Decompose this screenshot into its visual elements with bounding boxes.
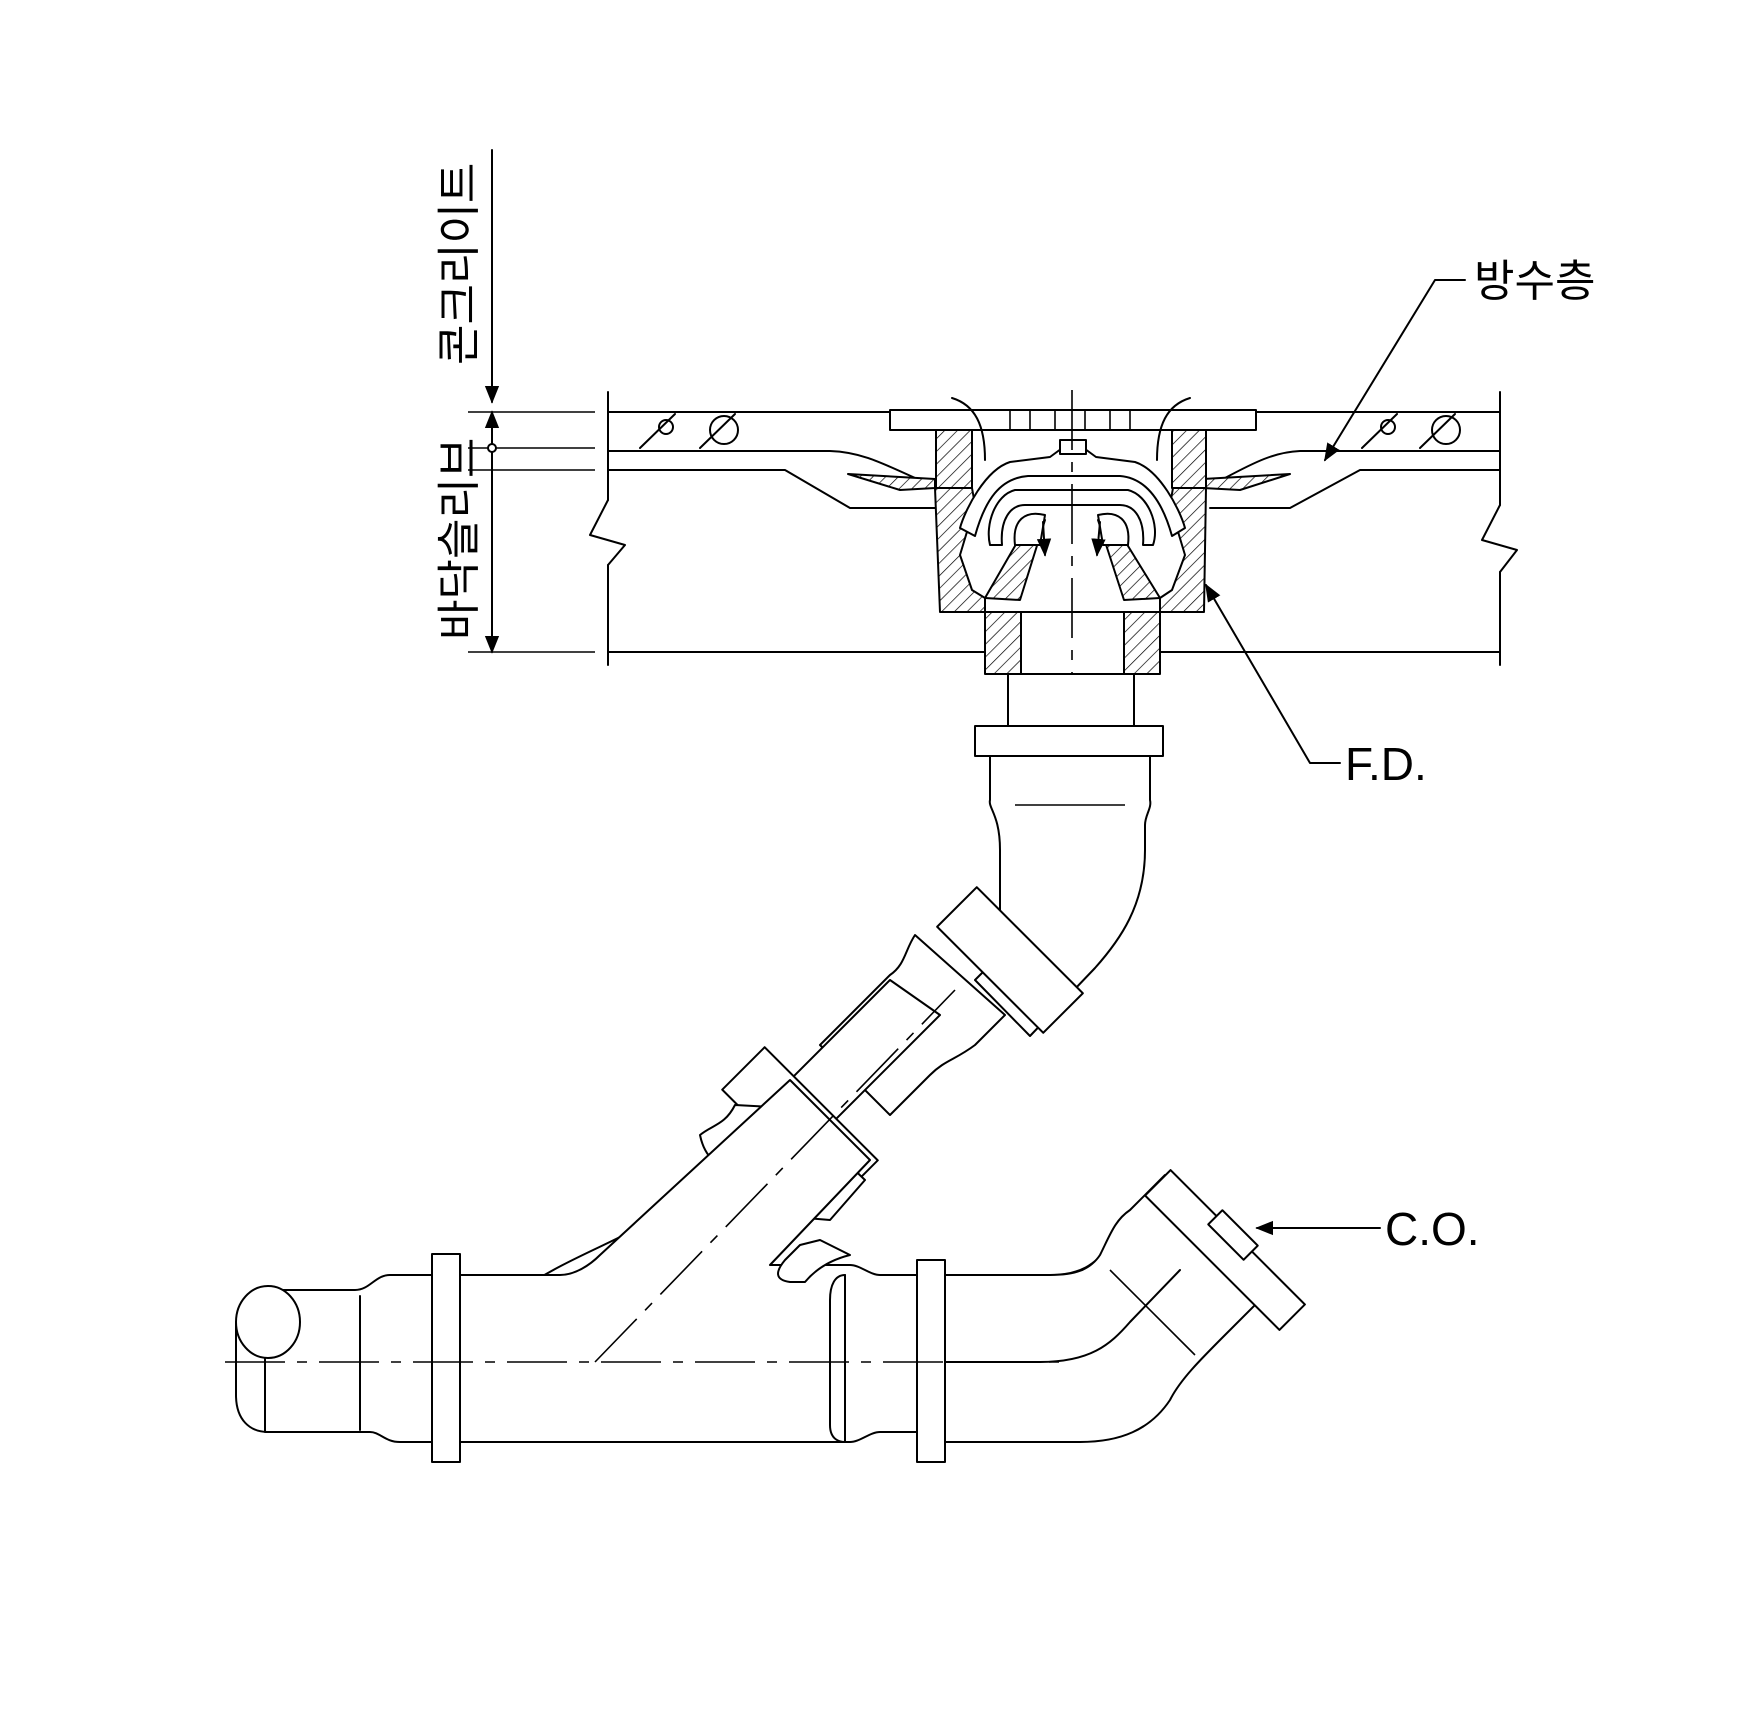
leader-floor-drain (1205, 583, 1341, 764)
concrete-hatch (639, 413, 1461, 449)
floor-drain (847, 397, 1291, 675)
floor-drain-label: F.D. (1345, 738, 1427, 790)
drain-piping (225, 673, 1306, 1463)
leader-waterproof (1324, 279, 1466, 462)
floor-slab-label: 바닥슬리브 (434, 438, 485, 640)
cleanout-label: C.O. (1385, 1203, 1480, 1255)
floor-slab (589, 391, 1518, 666)
concrete-label: 콘크리이트 (434, 163, 485, 365)
dimension-line (468, 149, 595, 654)
waterproof-layer-label: 방수층 (1474, 256, 1595, 307)
